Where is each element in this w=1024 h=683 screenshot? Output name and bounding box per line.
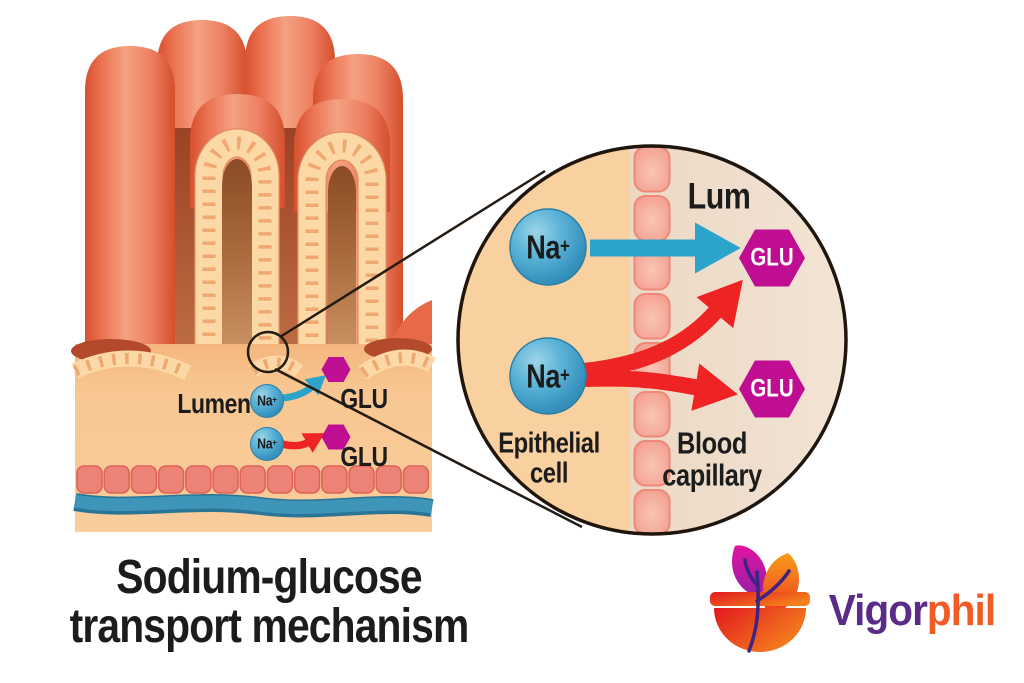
glucose-molecule-top xyxy=(739,229,805,287)
surface-scallop-left-cilia xyxy=(72,353,191,378)
epithelial-cell-label-line1: Epithelial xyxy=(498,427,600,460)
blood-capillary-label-line2: capillary xyxy=(662,457,762,493)
glucose-label-overview-bottom: GLU xyxy=(340,441,388,472)
villus-left xyxy=(85,46,175,346)
villus-right-flare xyxy=(390,300,432,346)
sodium-label-overview-bottom: Na+ xyxy=(257,435,277,453)
villus-cut-b-wall xyxy=(298,132,386,350)
transport-arrow-red-lower xyxy=(583,363,738,411)
blood-capillary-label-line1: Blood xyxy=(677,425,747,461)
glucose-label-magnified-bottom: GLU xyxy=(750,374,794,403)
diagram-title-line2: transport mechanism xyxy=(69,600,470,653)
sodium-label-magnified-top: Na+ xyxy=(526,228,570,266)
brand-logo-text: Vigorphil xyxy=(828,586,996,635)
zoom-lines xyxy=(274,169,583,529)
sodium-ion-bottom xyxy=(509,337,587,415)
magnified-circle-border xyxy=(456,144,848,536)
villus-cut-b-canal xyxy=(328,166,356,345)
logo-stem xyxy=(743,558,791,653)
epithelium-row xyxy=(76,465,430,494)
epithelial-cell-label-line2: cell xyxy=(529,457,569,490)
sodium-ion-top xyxy=(509,208,587,286)
overview-glucose-bottom xyxy=(321,424,351,450)
magnified-circle xyxy=(456,144,848,536)
glucose-molecule-bottom xyxy=(739,360,805,418)
lumen-label-magnified: Lum xyxy=(687,175,751,217)
logo-bowl-body xyxy=(714,608,806,652)
diagram-title-line1: Sodium-glucose xyxy=(116,551,422,604)
zoom-source-circle xyxy=(246,330,290,374)
villi-illustration xyxy=(71,16,436,532)
transport-arrow-red-upper xyxy=(583,279,743,379)
lumen-label: Lumen xyxy=(177,388,251,419)
overview-sodium-bottom xyxy=(250,427,284,461)
magnified-transport xyxy=(509,208,805,418)
overview-sodium-top xyxy=(250,384,284,418)
glucose-label-overview-top: GLU xyxy=(340,383,388,414)
sodium-label-magnified-bottom: Na+ xyxy=(526,357,570,395)
logo-icon xyxy=(710,545,810,653)
surface-scallop-right-cilia xyxy=(359,352,435,378)
overview-glucose-top xyxy=(321,357,351,382)
overview-arrow-red xyxy=(281,433,325,453)
blood-vessel-core xyxy=(73,494,434,514)
villus-cut-a-canal xyxy=(222,159,252,345)
glucose-label-magnified-top: GLU xyxy=(750,243,794,272)
sodium-label-overview-top: Na+ xyxy=(257,392,277,410)
overview-transport xyxy=(250,357,351,461)
villus-cut-a-cilia xyxy=(202,136,272,349)
